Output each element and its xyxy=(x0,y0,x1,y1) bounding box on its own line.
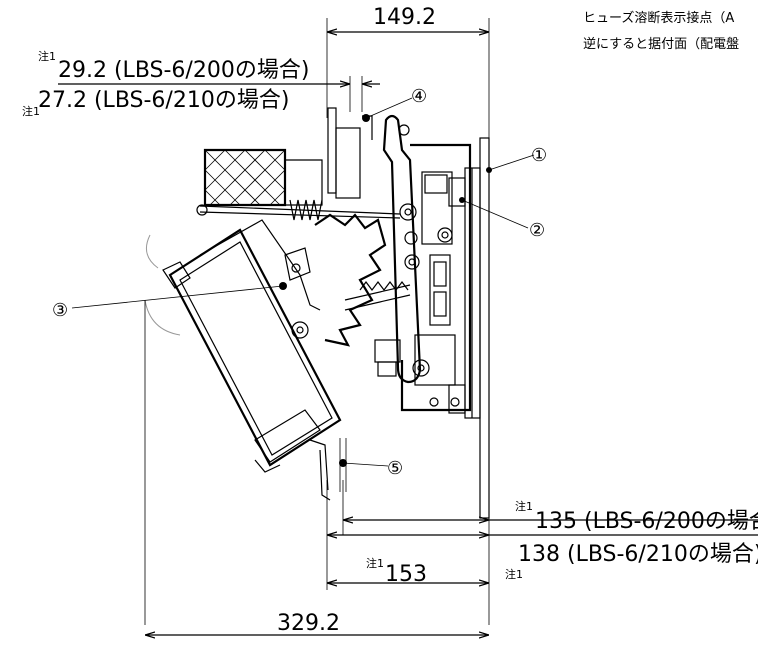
dim-329-label: 329.2 xyxy=(277,611,340,636)
callout-1-label: ① xyxy=(531,145,547,166)
dim-138-label: 138 (LBS-6/210の場合) xyxy=(518,542,758,567)
dim-27-note: 注1 xyxy=(22,104,40,118)
frame-body xyxy=(374,143,472,412)
dim-29-note: 注1 xyxy=(38,49,56,63)
note-line-1: ヒューズ溶断表示接点（A xyxy=(583,10,734,26)
dimension-149: 149.2 xyxy=(326,5,490,140)
callout-2-label: ② xyxy=(529,220,545,241)
callout-3-label: ③ xyxy=(52,300,68,321)
callout-4-label: ④ xyxy=(411,86,427,107)
handle-grip xyxy=(203,148,323,207)
operating-lever xyxy=(382,114,430,384)
dim-149-label: 149.2 xyxy=(373,5,436,30)
dim-135-note: 注1 xyxy=(515,499,533,513)
spring-rod xyxy=(196,199,401,221)
dimension-29: 注1 29.2 (LBS-6/200の場合) 注1 27.2 (LBS-6/21… xyxy=(22,49,380,118)
dimension-329: 329.2 xyxy=(145,611,489,636)
callout-2: ② xyxy=(459,197,545,241)
dim-138-note: 注1 xyxy=(505,567,523,581)
callout-5: ⑤ xyxy=(342,458,403,479)
callout-1: ① xyxy=(486,145,547,173)
dim-29-label: 29.2 (LBS-6/200の場合) xyxy=(58,58,309,83)
fuse-body xyxy=(144,219,342,473)
dimension-135: 注1 135 (LBS-6/200の場合) 138 (LBS-6/210の場合)… xyxy=(327,499,758,581)
dim-153-note: 注1 xyxy=(366,556,384,570)
dim-27-label: 27.2 (LBS-6/210の場合) xyxy=(38,88,289,113)
note-line-2: 逆にすると据付面（配電盤 xyxy=(583,36,739,52)
ratchet-sector xyxy=(314,213,411,347)
aux-post xyxy=(327,107,373,199)
dim-153-label: 153 xyxy=(385,562,427,587)
callout-4: ④ xyxy=(365,86,427,119)
callout-3: ③ xyxy=(52,285,284,321)
lower-arm xyxy=(309,438,347,501)
dimension-153: 注1 153 xyxy=(327,556,489,587)
dim-135-label: 135 (LBS-6/200の場合) xyxy=(535,509,758,534)
callout-5-label: ⑤ xyxy=(387,458,403,479)
